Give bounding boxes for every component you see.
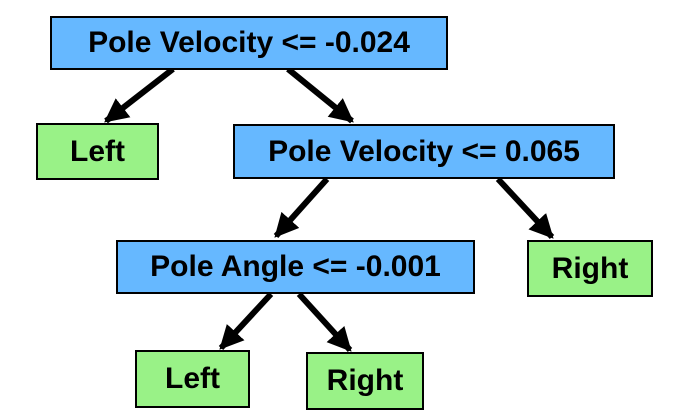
leaf-label-right-1: Right (551, 251, 629, 285)
leaf-node-right-1: Right (527, 240, 653, 297)
leaf-label-left-1: Left (70, 134, 125, 168)
leaf-node-left-1: Left (36, 123, 159, 180)
leaf-label-left-2: Left (165, 362, 220, 395)
edge-arrow-angle-to-right2 (296, 291, 353, 353)
root-decision-node: Pole Velocity <= -0.024 (50, 16, 448, 70)
edge-arrow-root-to-left1 (104, 66, 175, 124)
edge-arrow-root-to-mid (286, 66, 354, 124)
leaf-node-left-2: Left (135, 350, 250, 408)
leaf-node-right-2: Right (306, 352, 424, 410)
mid-decision-node: Pole Velocity <= 0.065 (233, 124, 615, 179)
mid-decision-label: Pole Velocity <= 0.065 (268, 134, 580, 168)
angle-decision-label: Pole Angle <= -0.001 (150, 250, 441, 283)
edge-arrow-mid-to-angle (273, 176, 330, 239)
leaf-label-right-2: Right (326, 364, 404, 397)
edge-arrow-mid-to-right1 (495, 176, 555, 240)
angle-decision-node: Pole Angle <= -0.001 (116, 240, 475, 294)
edge-arrow-angle-to-left2 (218, 291, 274, 351)
root-decision-label: Pole Velocity <= -0.024 (88, 26, 410, 59)
